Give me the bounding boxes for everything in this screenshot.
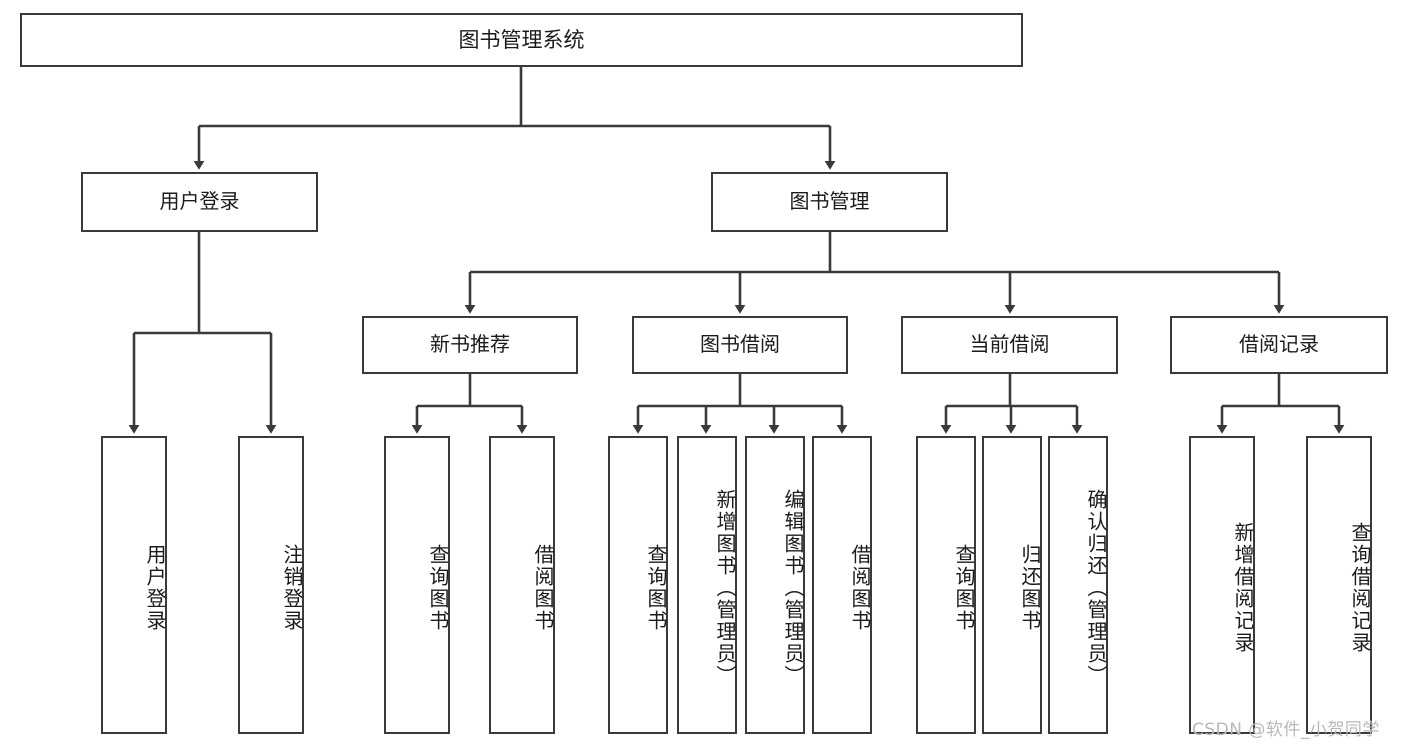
leaf-logout-login-label: 注销登录 xyxy=(280,544,304,632)
leaf-query-book-1-label: 查询图书 xyxy=(426,544,450,632)
leaf-query-record-label: 查询借阅记录 xyxy=(1348,522,1372,654)
leaf-query-record[interactable]: 查询借阅记录 xyxy=(1306,436,1372,734)
node-user-login[interactable]: 用户登录 xyxy=(81,172,318,232)
leaf-edit-book[interactable]: 编辑图书（管理员） xyxy=(745,436,805,734)
leaf-add-book-label: 新增图书（管理员） xyxy=(713,489,737,687)
node-borrow-record-label: 借阅记录 xyxy=(1239,332,1319,357)
node-current-borrow-label: 当前借阅 xyxy=(969,332,1050,357)
leaf-query-book-3[interactable]: 查询图书 xyxy=(916,436,976,734)
leaf-user-login[interactable]: 用户登录 xyxy=(101,436,167,734)
node-book-manage[interactable]: 图书管理 xyxy=(711,172,948,232)
leaf-edit-book-label: 编辑图书（管理员） xyxy=(781,489,805,687)
leaf-confirm-return[interactable]: 确认归还（管理员） xyxy=(1048,436,1108,734)
leaf-add-record[interactable]: 新增借阅记录 xyxy=(1189,436,1255,734)
node-root[interactable]: 图书管理系统 xyxy=(20,13,1023,67)
node-borrow-record[interactable]: 借阅记录 xyxy=(1170,316,1388,374)
node-book-manage-label: 图书管理 xyxy=(789,189,870,214)
node-current-borrow[interactable]: 当前借阅 xyxy=(901,316,1118,374)
leaf-query-book-1[interactable]: 查询图书 xyxy=(384,436,450,734)
leaf-query-book-2-label: 查询图书 xyxy=(644,544,668,632)
leaf-return-book[interactable]: 归还图书 xyxy=(982,436,1042,734)
node-new-book-recommend[interactable]: 新书推荐 xyxy=(362,316,578,374)
leaf-borrow-book-1-label: 借阅图书 xyxy=(531,544,555,632)
leaf-borrow-book-2[interactable]: 借阅图书 xyxy=(812,436,872,734)
leaf-borrow-book-1[interactable]: 借阅图书 xyxy=(489,436,555,734)
leaf-logout-login[interactable]: 注销登录 xyxy=(238,436,304,734)
node-user-login-label: 用户登录 xyxy=(159,189,240,214)
leaf-add-record-label: 新增借阅记录 xyxy=(1231,522,1255,654)
node-new-book-recommend-label: 新书推荐 xyxy=(430,332,510,357)
node-book-borrow[interactable]: 图书借阅 xyxy=(632,316,848,374)
leaf-query-book-3-label: 查询图书 xyxy=(952,544,976,632)
node-root-label: 图书管理系统 xyxy=(458,27,585,52)
leaf-confirm-return-label: 确认归还（管理员） xyxy=(1084,489,1108,687)
leaf-user-login-label: 用户登录 xyxy=(143,544,167,632)
leaf-query-book-2[interactable]: 查询图书 xyxy=(608,436,668,734)
leaf-borrow-book-2-label: 借阅图书 xyxy=(848,544,872,632)
leaf-return-book-label: 归还图书 xyxy=(1018,544,1042,632)
node-book-borrow-label: 图书借阅 xyxy=(700,332,780,357)
leaf-add-book[interactable]: 新增图书（管理员） xyxy=(677,436,737,734)
